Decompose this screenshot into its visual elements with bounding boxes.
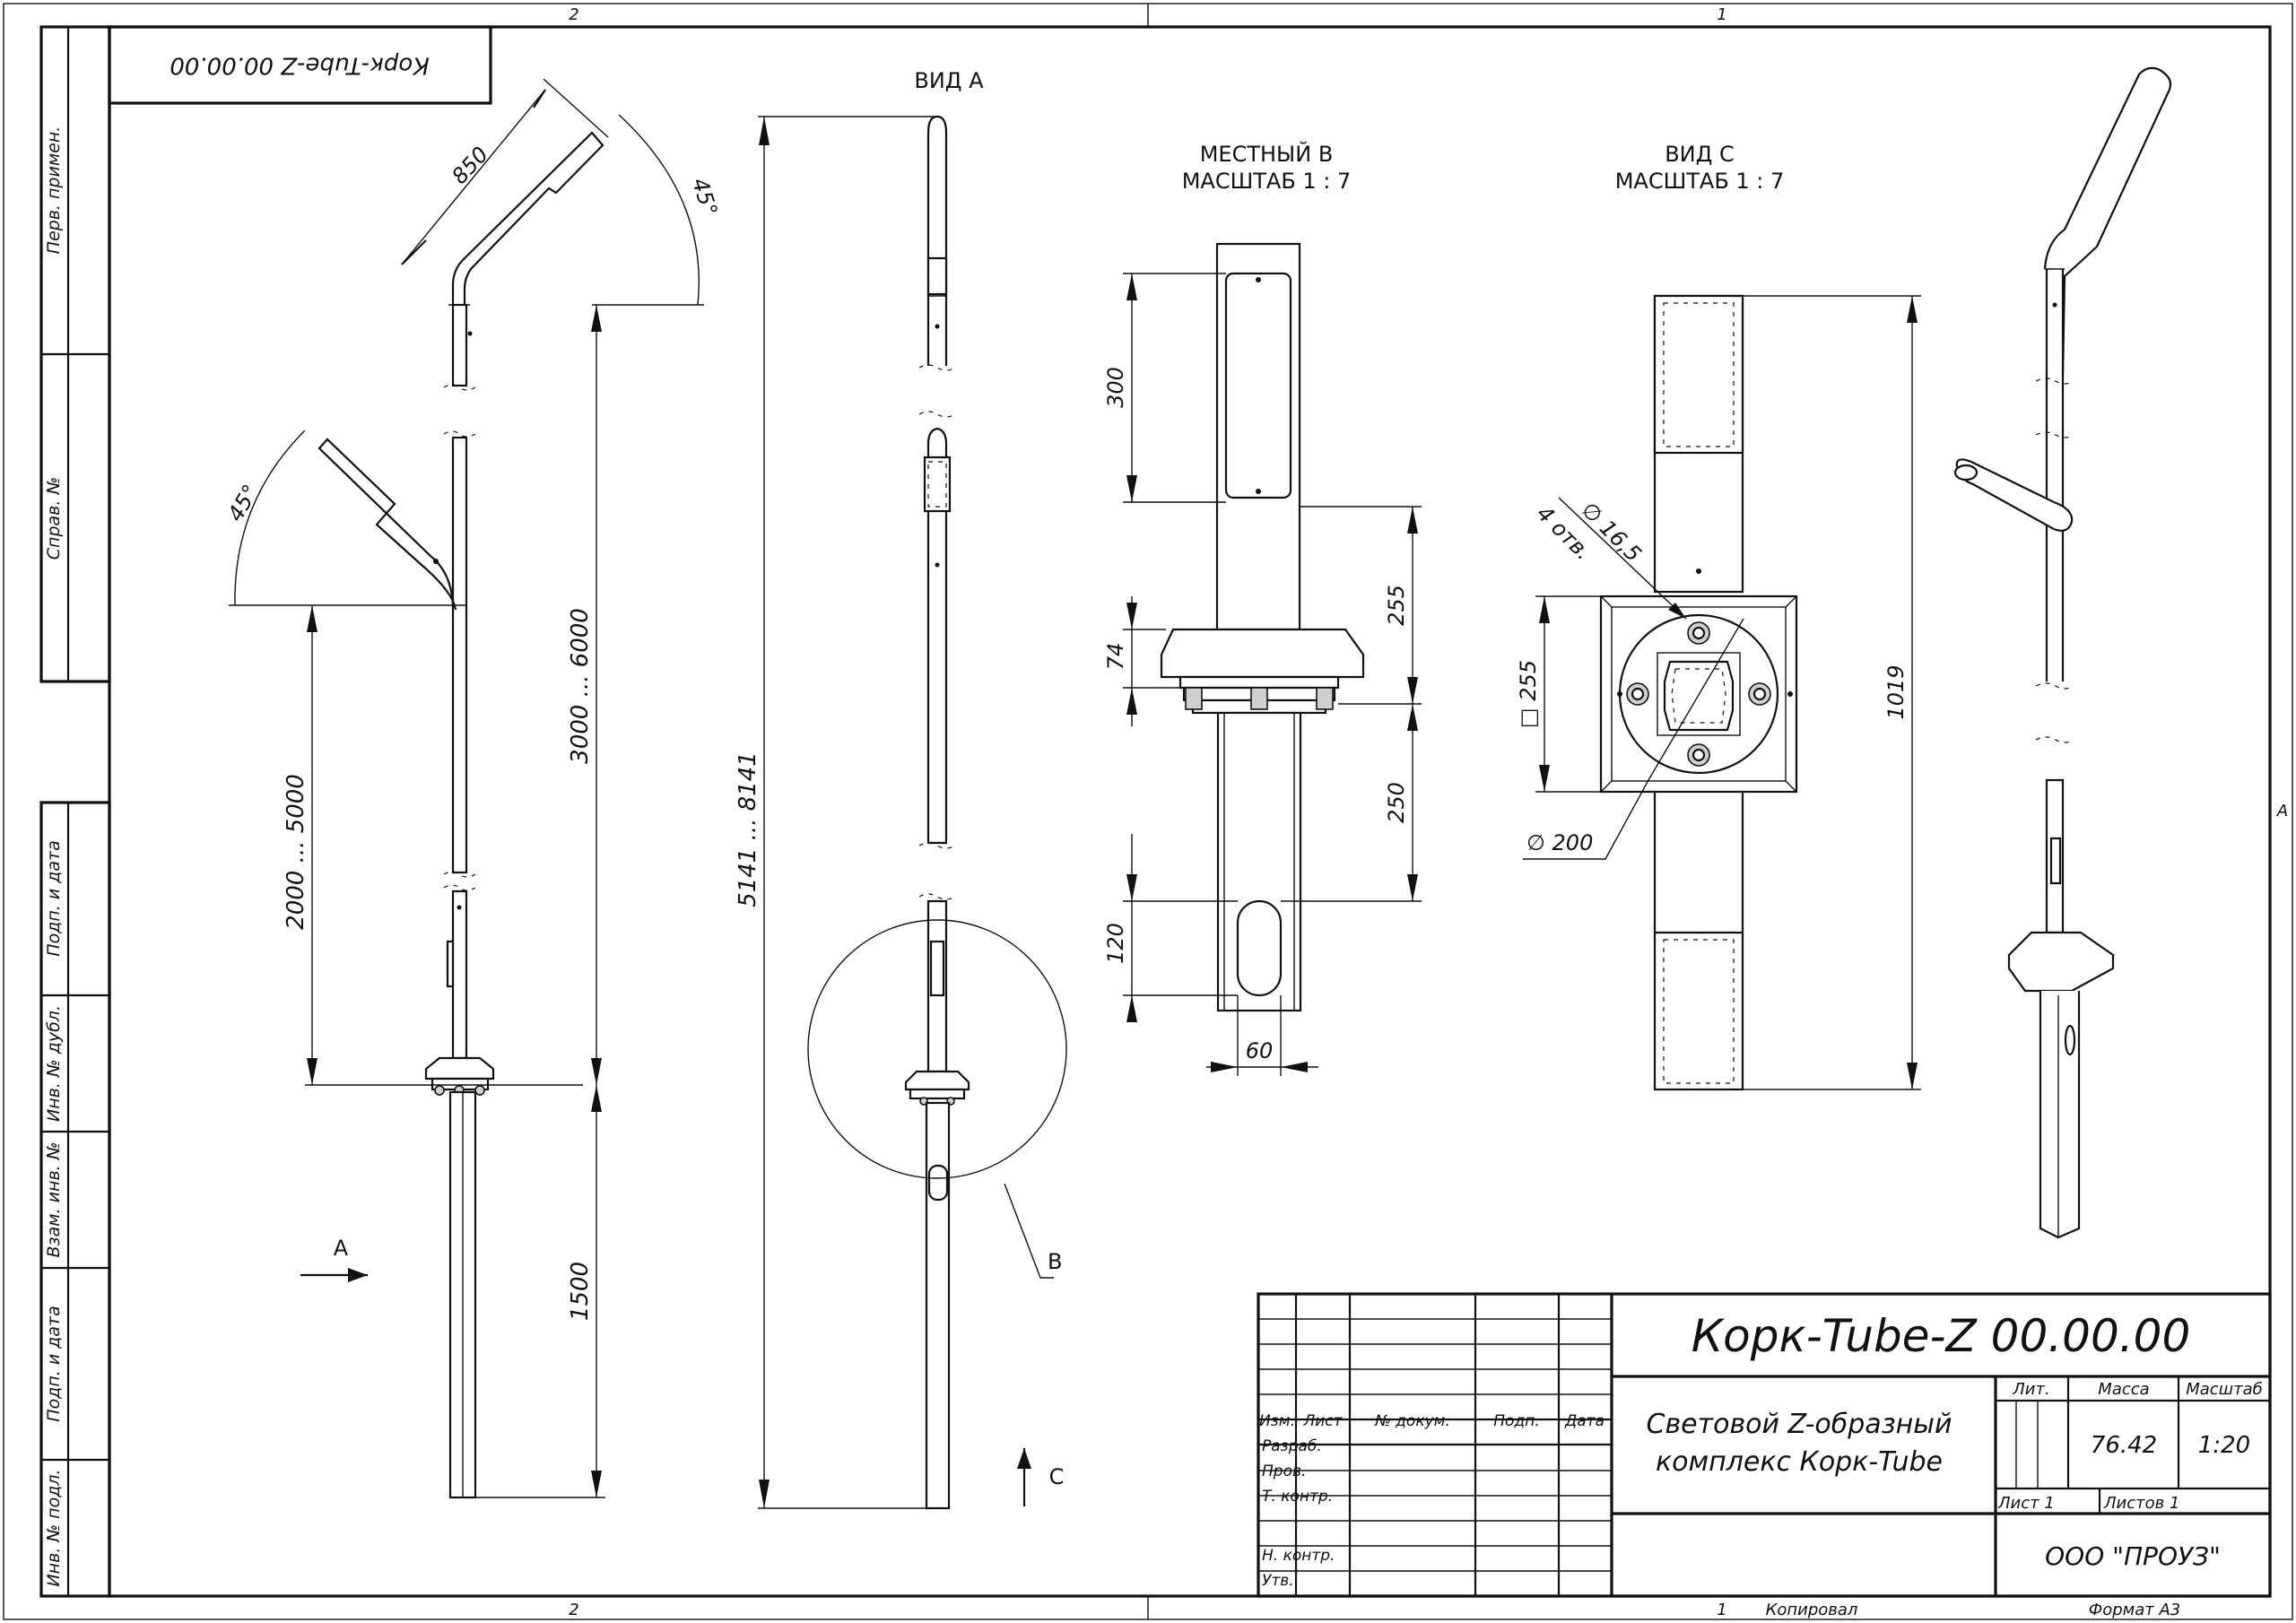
footer-format: Формат А3: [2089, 1601, 2181, 1619]
tb-col-list: Лист: [1302, 1412, 1343, 1430]
tb-scale-value: 1:20: [2198, 1432, 2250, 1459]
tb-col-izm: Изм.: [1259, 1412, 1295, 1430]
tb-row-tkontr: Т. контр.: [1262, 1488, 1333, 1506]
dim-angle-top: 45°: [687, 175, 722, 219]
tb-row-prov: Пров.: [1262, 1462, 1306, 1480]
dim-c-square: □ 255: [1516, 660, 1541, 728]
title-block: Изм. Лист № докум. Подп. Дата Разраб. Пр…: [1257, 1292, 2272, 1598]
side-label-sprav: Справ. №: [44, 477, 64, 560]
isometric-view: [1953, 66, 2172, 1239]
dim-c-diameter: ∅ 200: [1526, 830, 1593, 855]
side-label-inv-podl: Инв. № подл.: [44, 1469, 64, 1586]
zone-label-top-left: 2: [569, 5, 578, 24]
circle-b-label: В: [1048, 1249, 1062, 1274]
side-columns: Перв. примен. Справ. № Подп. и дата Инв.…: [39, 25, 111, 1598]
view-a-title: ВИД А: [914, 68, 984, 93]
tb-company: ООО "ПРОУЗ": [2045, 1541, 2221, 1571]
view-a-pole: В 5141 ... 8141 С: [735, 115, 1067, 1510]
tb-sheet: Лист 1: [1997, 1494, 2055, 1513]
dim-b-74: 74: [1103, 643, 1128, 671]
dim-b-60: 60: [1246, 1038, 1274, 1063]
dim-c-hole: ∅ 16,5: [1577, 497, 1647, 567]
tb-designation: Корк-Tube-Z 00.00.00: [1692, 1310, 2191, 1362]
local-view-b: 300 74 255 250 120 60: [1103, 242, 1422, 1076]
tb-col-podp: Подп.: [1493, 1412, 1539, 1430]
side-label-perv: Перв. примен.: [44, 126, 64, 255]
side-label-podp1: Подп. и дата: [44, 840, 64, 956]
dim-1500: 1500: [567, 1262, 594, 1321]
dim-b-250: 250: [1384, 782, 1409, 823]
arrow-c-label: С: [1049, 1464, 1065, 1489]
tb-mass-label: Масса: [2098, 1380, 2149, 1399]
zone-label-top-right: 1: [1717, 5, 1726, 24]
dim-b-300: 300: [1103, 367, 1128, 408]
dim-3000-6000: 3000 ... 6000: [567, 608, 594, 764]
footer-num: 1: [1717, 1601, 1726, 1619]
tb-lit-label: Лит.: [2012, 1380, 2049, 1399]
footer-copied: Копировал: [1766, 1601, 1858, 1619]
view-b-title-1: МЕСТНЫЙ В: [1200, 141, 1334, 167]
dim-angle-lower: 45°: [222, 481, 264, 526]
tb-mass-value: 76.42: [2091, 1432, 2157, 1459]
zone-label-bottom-left: 2: [569, 1601, 578, 1619]
tb-col-data: Дата: [1564, 1412, 1605, 1430]
zone-label-right: A: [2276, 802, 2288, 820]
tb-scale-label: Масштаб: [2186, 1380, 2263, 1399]
tb-name-line2: комплекс Корк-Tube: [1656, 1446, 1943, 1478]
view-c-title-1: ВИД С: [1665, 142, 1735, 167]
tb-sheets: Листов 1: [2103, 1494, 2179, 1513]
view-c-title-2: МАСШТАБ 1 : 7: [1615, 169, 1785, 194]
view-c: ∅ 16,5 4 отв. ∅ 200 □ 255 1019: [1516, 294, 1921, 1091]
dim-c-1019: 1019: [1883, 664, 1909, 719]
tb-col-docnum: № докум.: [1374, 1412, 1450, 1430]
main-pole-view: [317, 131, 604, 1499]
tb-name-line1: Световой Z-образный: [1647, 1409, 1952, 1440]
dim-b-255: 255: [1384, 585, 1409, 626]
side-label-vzam: Взам. инв. №: [44, 1141, 64, 1257]
side-label-inv-dubl: Инв. № дубл.: [44, 1005, 64, 1122]
dim-850: 850: [447, 142, 493, 189]
view-b-title-2: МАСШТАБ 1 : 7: [1182, 169, 1352, 194]
dim-b-120: 120: [1103, 923, 1128, 964]
dim-5141-8141: 5141 ... 8141: [735, 751, 761, 907]
tb-row-razrab: Разраб.: [1262, 1437, 1322, 1455]
rotated-stamp-text: Корк-Tube-Z 00.00.00: [170, 52, 429, 79]
arrow-a-label: А: [334, 1236, 349, 1261]
side-label-podp2: Подп. и дата: [44, 1306, 64, 1421]
dim-2000-5000: 2000 ... 5000: [283, 774, 309, 930]
tb-row-utv: Утв.: [1262, 1572, 1294, 1590]
tb-row-nkontr: Н. контр.: [1262, 1547, 1335, 1565]
